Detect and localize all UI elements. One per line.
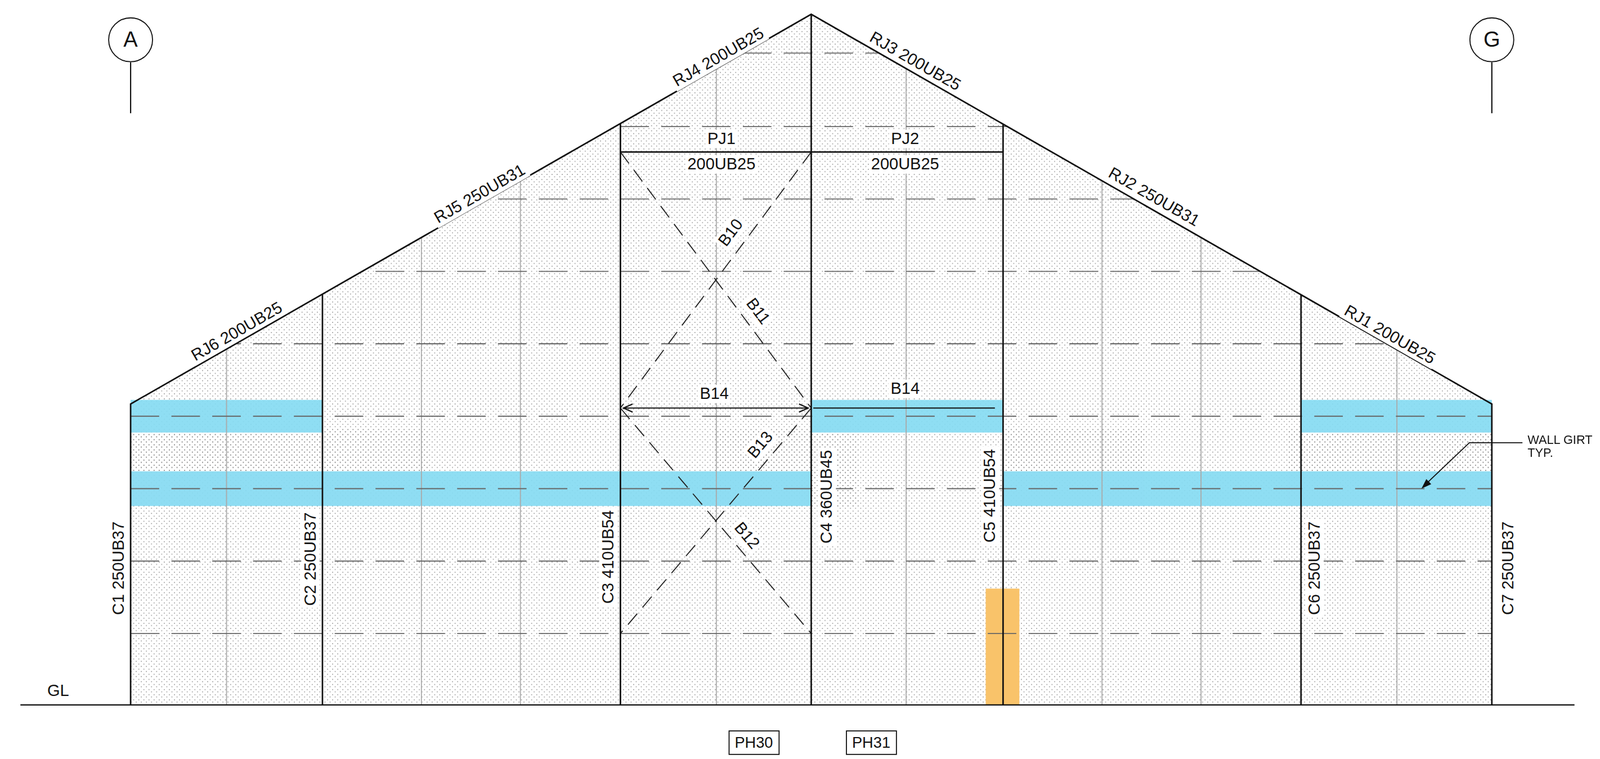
column-line	[810, 14, 813, 705]
note-text: WALL GIRT TYP.	[1527, 433, 1596, 461]
member-label: PJ2	[889, 130, 922, 149]
ground-line	[20, 704, 1575, 706]
tag-box: PH31	[845, 729, 897, 755]
brace-line	[620, 408, 811, 634]
grid-line	[1491, 62, 1493, 114]
leader-line	[1427, 442, 1523, 483]
sheet-line	[226, 0, 228, 706]
column-line	[321, 293, 324, 706]
column-label: C4 360UB45	[817, 447, 836, 546]
ground-label: GL	[45, 682, 71, 701]
grid-letter: G	[1483, 28, 1501, 52]
member-label: PJ1	[705, 130, 738, 149]
column-label: C6 250UB37	[1305, 519, 1324, 617]
grid-bubble: A	[108, 17, 154, 63]
sheeting-lines	[226, 0, 1398, 706]
tag-text: PH31	[852, 734, 891, 752]
column-label: C7 250UB37	[1499, 519, 1518, 617]
sheet-line	[420, 0, 423, 706]
arrow-head	[799, 404, 809, 413]
strut-line	[623, 407, 809, 409]
sheet-line	[715, 0, 717, 706]
grid-line	[130, 62, 132, 114]
member-label: B14	[888, 379, 922, 398]
sheet-line	[1101, 0, 1103, 706]
column-label: C3 410UB54	[599, 508, 618, 606]
sheet-line	[905, 0, 907, 706]
column-label: C2 250UB37	[301, 510, 320, 608]
column-label: C5 410UB54	[980, 446, 999, 545]
tag-text: PH30	[734, 734, 773, 752]
sheet-line	[1396, 0, 1398, 706]
member-label: B14	[697, 384, 732, 403]
grid-bubble: G	[1469, 17, 1515, 63]
cladding-stipple	[130, 14, 1492, 705]
arrow-head	[623, 404, 633, 413]
strut-line	[813, 407, 996, 409]
brace-line	[620, 151, 811, 409]
grid-letter: A	[123, 28, 138, 52]
tag-box: PH30	[728, 729, 780, 755]
brace-line	[620, 408, 811, 634]
column-line	[1300, 294, 1302, 706]
column-label: C1 250UB37	[109, 519, 128, 617]
frame-members	[130, 14, 1492, 705]
column-line	[1002, 124, 1005, 706]
leader-arrow	[1421, 478, 1432, 489]
purlin-beam	[620, 151, 1003, 154]
bracing	[620, 151, 811, 634]
sheet-line	[1200, 0, 1202, 706]
sheet-line	[520, 0, 522, 706]
member-label: 200UB25	[868, 155, 941, 174]
brace-line	[620, 151, 811, 409]
roof-outline	[130, 14, 1492, 705]
column-line	[619, 123, 622, 705]
member-label: 200UB25	[685, 155, 758, 174]
